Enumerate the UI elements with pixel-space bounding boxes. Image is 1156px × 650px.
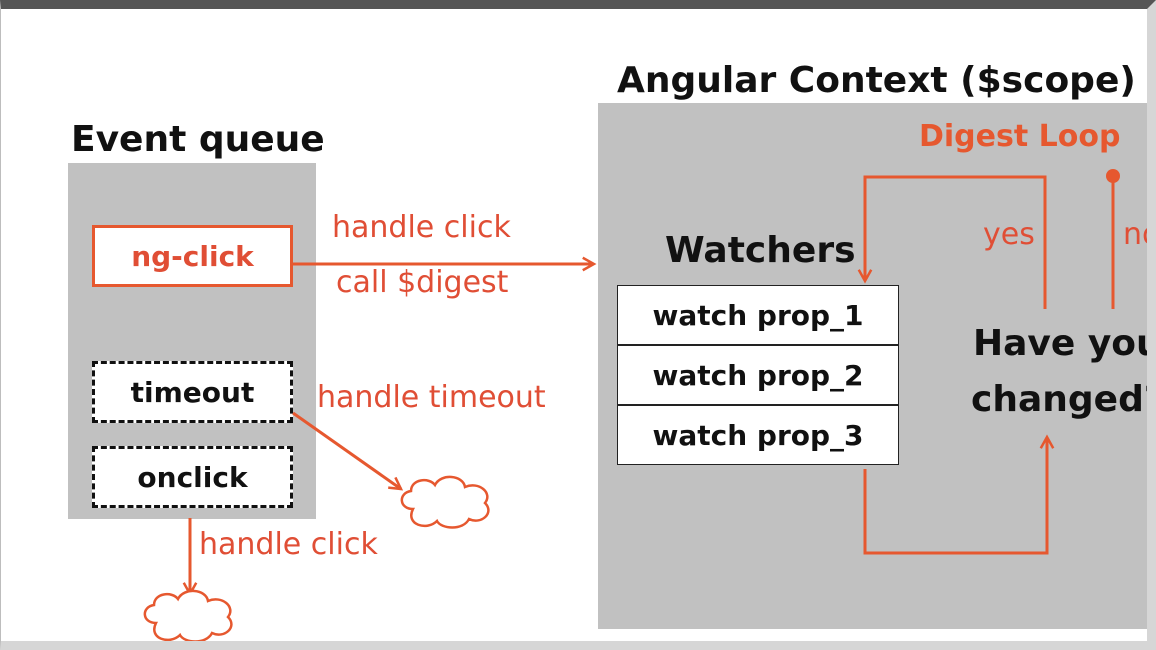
timeout-arrow [292,411,401,489]
digest-loop-end-dot [1106,169,1120,183]
watchers-list: watch prop_1 watch prop_2 watch prop_3 [617,285,899,465]
call-digest-label: call $digest [336,265,509,300]
event-queue-title: Event queue [71,119,325,160]
watcher-row: watch prop_3 [617,405,899,465]
onclick-event: onclick [92,446,293,508]
no-label: no [1123,217,1147,252]
digest-loop-yes-arrow [865,175,1047,309]
angular-context-title: Angular Context ($scope) [617,60,1136,101]
cloud-icon [143,589,233,641]
timeout-event: timeout [92,361,293,423]
handle-click-onclick-label: handle click [199,527,378,562]
cloud-icon [400,475,490,529]
question-line-2: changed? [971,379,1156,420]
watchers-title: Watchers [665,230,856,271]
watcher-row: watch prop_2 [617,345,899,405]
handle-timeout-label: handle timeout [317,380,546,415]
yes-label: yes [983,217,1035,252]
handle-click-label: handle click [332,210,511,245]
watchers-to-question-arrow [863,437,1047,555]
ng-click-event: ng-click [92,225,293,287]
watcher-row: watch prop_1 [617,285,899,345]
question-line-1: Have you [973,323,1156,364]
digest-loop-label: Digest Loop [919,119,1121,154]
connector-layer [143,169,1120,641]
